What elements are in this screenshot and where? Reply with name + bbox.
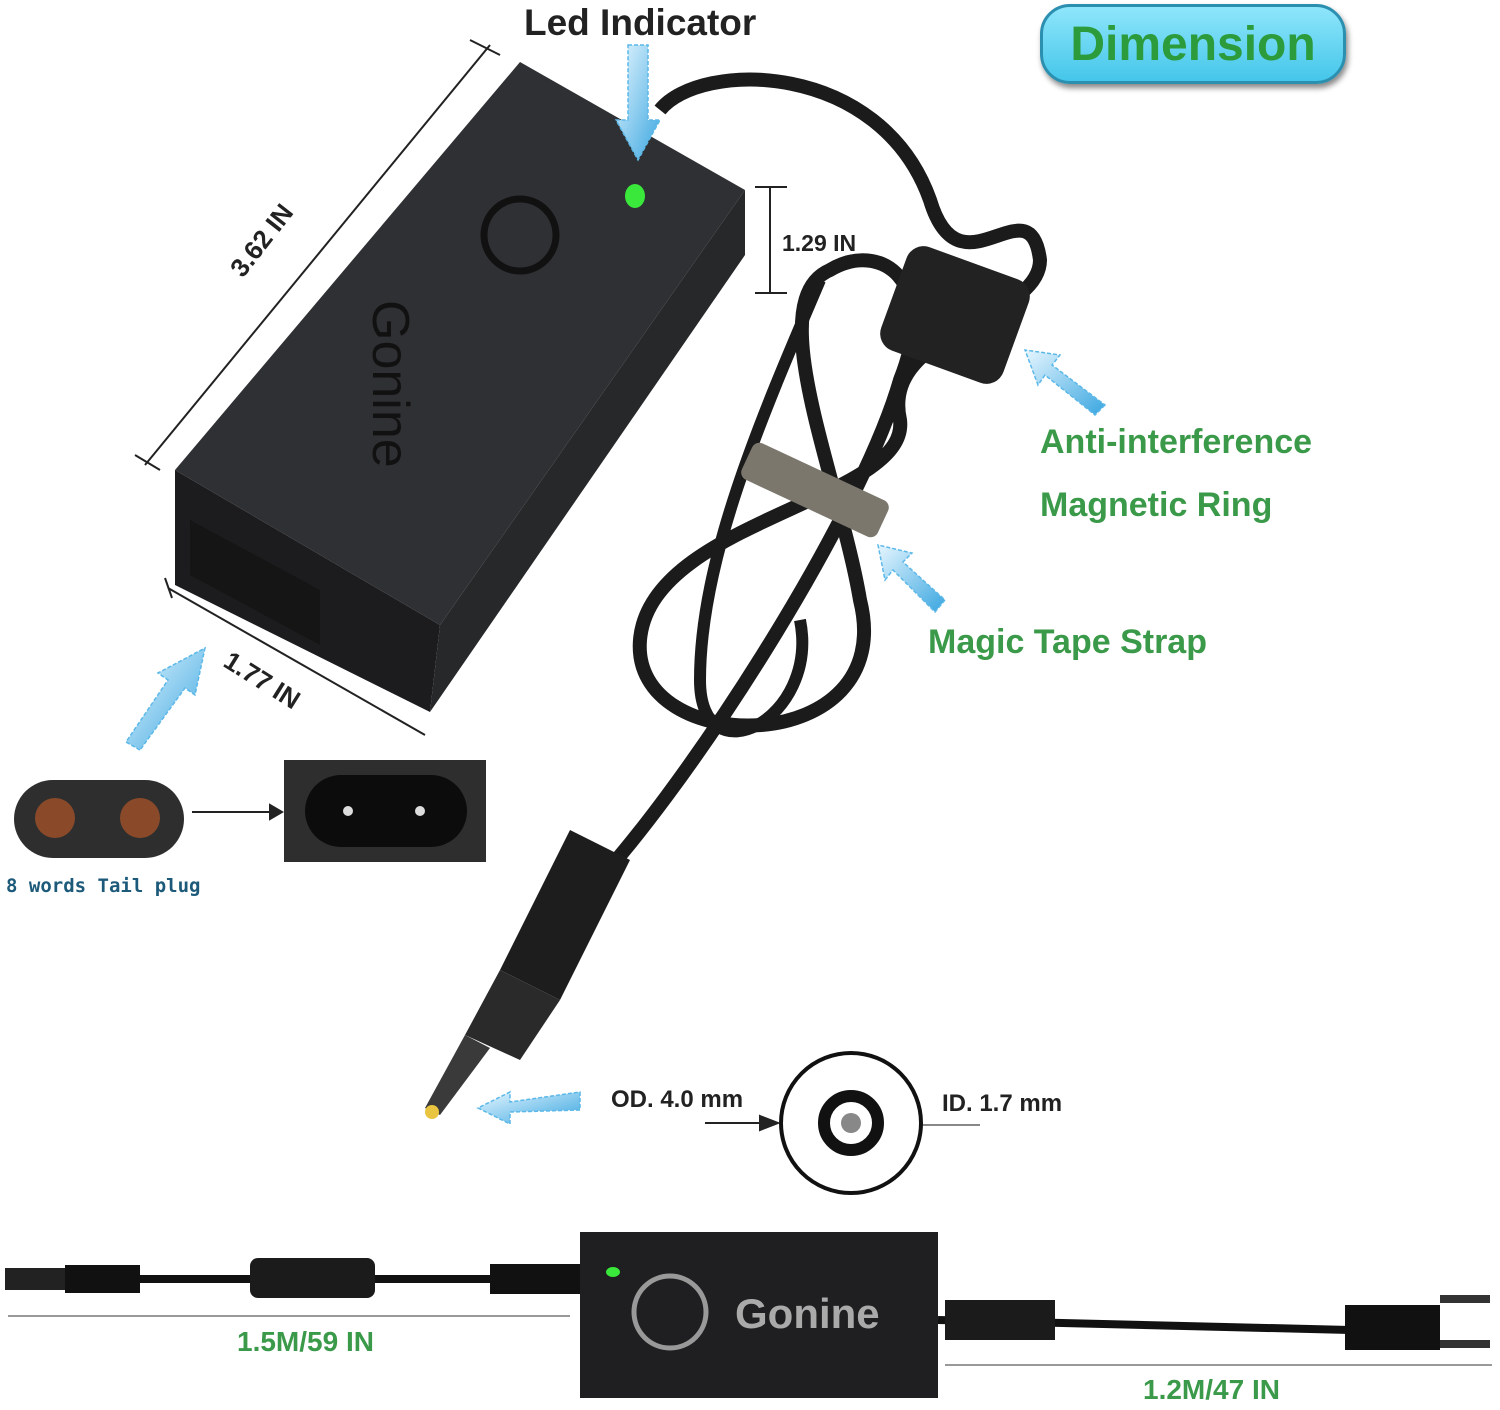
led-icon bbox=[625, 184, 645, 208]
bottom-adapter bbox=[5, 1232, 1490, 1398]
inner-diameter-label: ID. 1.7 mm bbox=[942, 1090, 1063, 1117]
adapter-body bbox=[175, 62, 745, 712]
tape-strap-icon bbox=[741, 442, 889, 538]
connector-diagram bbox=[779, 1051, 923, 1195]
magnetic-ring-label-1: Anti-interference bbox=[1040, 423, 1313, 461]
height-label: 1.29 IN bbox=[782, 230, 857, 256]
socket-icon bbox=[284, 760, 486, 862]
tail-plug-icon bbox=[14, 780, 184, 858]
brand-logo: Gonine bbox=[361, 300, 419, 468]
dc-cable-length-label: 1.5M/59 IN bbox=[237, 1326, 374, 1357]
arrow-led-icon bbox=[614, 44, 662, 162]
magnetic-ring-icon bbox=[880, 246, 1030, 384]
ac-cable-length-label: 1.2M/47 IN bbox=[1143, 1374, 1280, 1405]
magnetic-ring-label-2: Magnetic Ring bbox=[1040, 486, 1273, 524]
bottom-brand-logo: Gonine bbox=[735, 1290, 880, 1337]
strap-label: Magic Tape Strap bbox=[928, 623, 1207, 661]
tail-plug-label: 8 words Tail plug bbox=[6, 875, 201, 897]
led-indicator-label: Led Indicator bbox=[524, 2, 757, 43]
dimension-badge: Dimension bbox=[1040, 4, 1346, 84]
outer-diameter-label: OD. 4.0 mm bbox=[611, 1086, 744, 1113]
